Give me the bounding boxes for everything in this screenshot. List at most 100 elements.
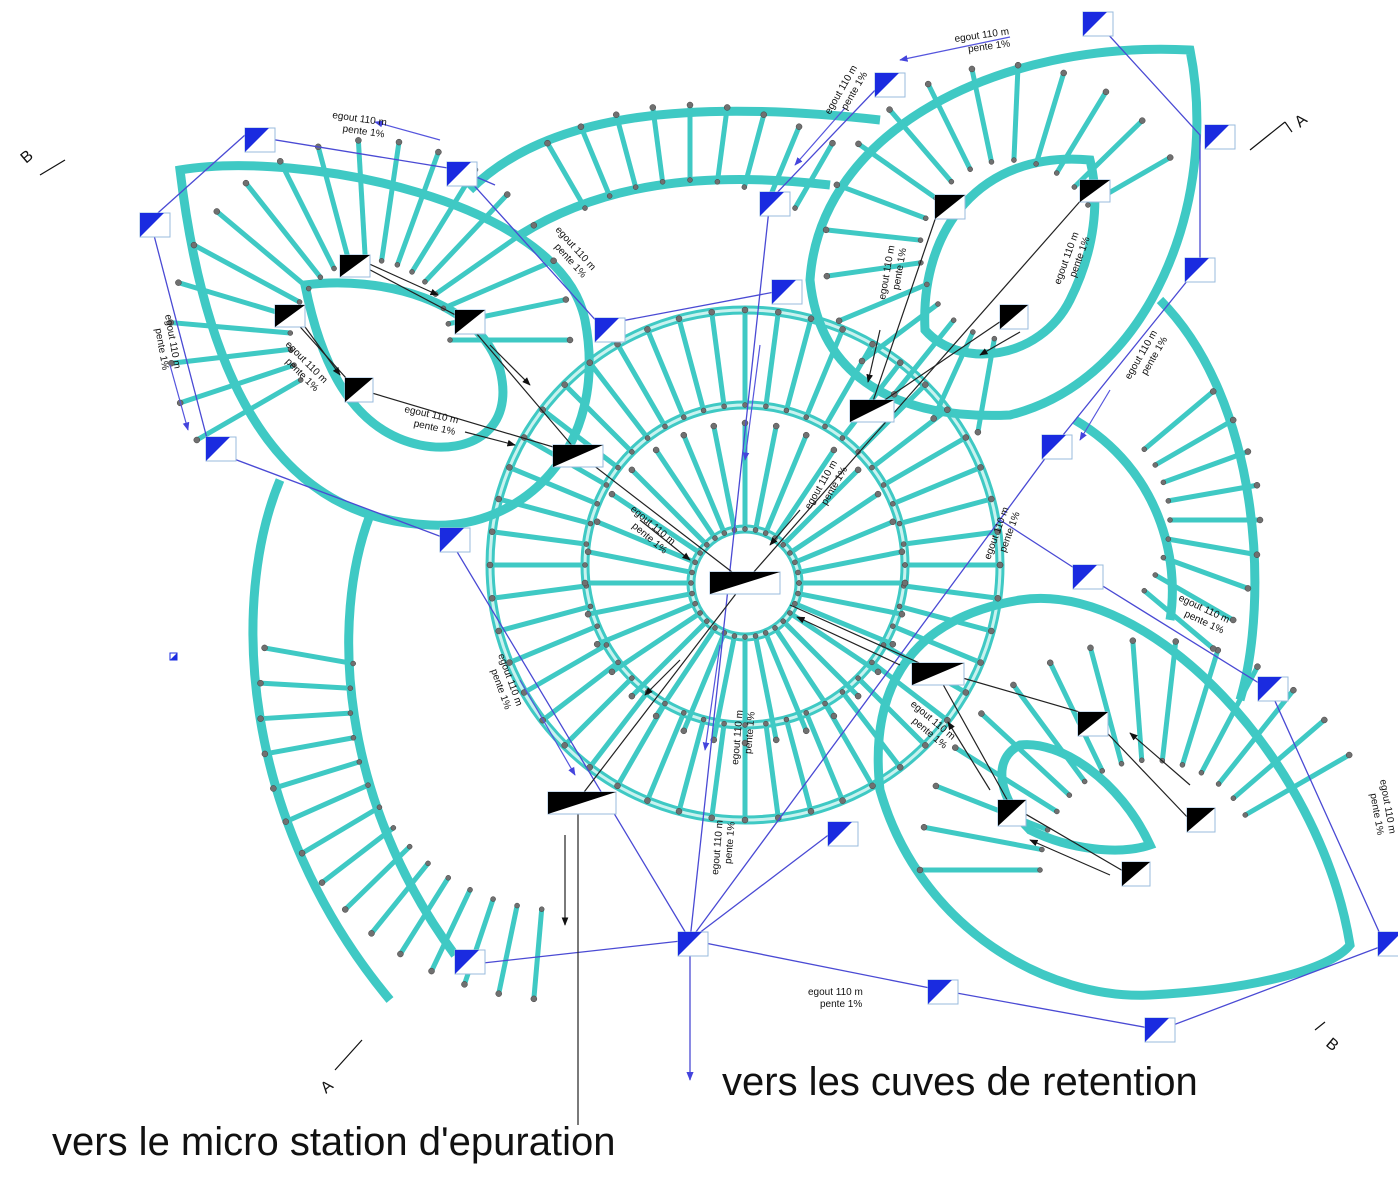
node: [213, 208, 221, 215]
node: [762, 530, 769, 536]
node: [889, 518, 897, 526]
node: [787, 550, 793, 556]
pipe-label: egout 110 mpente 1%: [330, 110, 388, 140]
node: [298, 849, 306, 857]
node: [1152, 572, 1159, 578]
node: [355, 137, 362, 144]
node: [1139, 757, 1145, 764]
node: [792, 559, 798, 566]
joist: [278, 160, 337, 270]
section-mark-b-top: B: [18, 147, 66, 176]
node: [1321, 716, 1328, 724]
joist: [903, 529, 999, 547]
node: [795, 590, 801, 597]
joist: [630, 619, 709, 698]
node: [629, 449, 635, 455]
joist: [545, 141, 588, 210]
joist: [1216, 688, 1296, 786]
joist: [541, 407, 620, 470]
node: [175, 279, 182, 286]
joist: [763, 631, 809, 732]
chamber-icon: [339, 254, 371, 278]
node: [675, 315, 683, 322]
node: [807, 315, 815, 322]
node: [488, 595, 496, 602]
joist: [243, 181, 323, 279]
node: [996, 561, 1004, 569]
manhole-icon: [677, 931, 709, 957]
joist: [177, 280, 295, 320]
node: [614, 782, 621, 790]
node: [341, 906, 349, 913]
joist: [840, 690, 903, 769]
node: [763, 403, 769, 410]
joist: [1167, 482, 1258, 504]
joist: [882, 435, 968, 488]
joist: [578, 125, 612, 197]
joist: [826, 260, 922, 279]
node: [394, 262, 401, 268]
node: [944, 406, 951, 414]
node: [659, 179, 666, 185]
joist: [1244, 752, 1351, 818]
node: [649, 104, 657, 111]
node: [287, 330, 294, 336]
node: [994, 595, 1002, 602]
chamber-icon: [911, 662, 965, 686]
svg-text:A: A: [1292, 111, 1311, 131]
node: [662, 423, 668, 430]
joist: [541, 660, 620, 723]
node: [445, 321, 452, 327]
chamber-icon: [1121, 861, 1151, 887]
node: [991, 335, 998, 342]
joist: [369, 861, 430, 935]
joist: [1159, 641, 1179, 761]
node: [365, 782, 371, 788]
manhole-icon: [1144, 1017, 1176, 1043]
node: [318, 879, 326, 886]
node: [350, 735, 357, 741]
manhole-icon: [759, 191, 791, 217]
node: [835, 317, 843, 325]
node: [530, 222, 538, 229]
node: [830, 446, 838, 454]
joist: [343, 844, 412, 912]
node: [594, 501, 600, 507]
joist: [969, 68, 994, 163]
manhole-icon: [827, 821, 859, 847]
joist: [1180, 649, 1221, 766]
node: [581, 579, 589, 587]
node: [1229, 416, 1237, 424]
node: [428, 967, 435, 975]
node: [772, 625, 778, 631]
joist: [925, 82, 973, 171]
joist: [903, 583, 999, 601]
manhole-icon: [1377, 931, 1398, 957]
joist: [783, 718, 814, 812]
node: [486, 561, 494, 569]
node: [742, 402, 748, 408]
node: [708, 814, 715, 822]
node: [530, 995, 538, 1003]
node: [291, 362, 297, 368]
node: [704, 542, 710, 548]
manhole-icon: [439, 527, 471, 553]
joist: [300, 805, 381, 856]
node: [974, 428, 982, 436]
node: [1141, 587, 1148, 594]
joist: [379, 141, 402, 262]
joist: [264, 645, 354, 666]
node: [741, 306, 749, 314]
node: [1209, 645, 1217, 652]
manhole-icon: [1072, 564, 1104, 590]
node: [822, 423, 828, 430]
node: [994, 528, 1002, 535]
node: [920, 823, 928, 831]
node: [406, 843, 413, 850]
node: [584, 548, 592, 556]
node: [700, 407, 707, 414]
joist: [1047, 661, 1105, 772]
manhole-icon: [874, 72, 906, 98]
joist: [615, 342, 668, 428]
node: [467, 887, 473, 893]
